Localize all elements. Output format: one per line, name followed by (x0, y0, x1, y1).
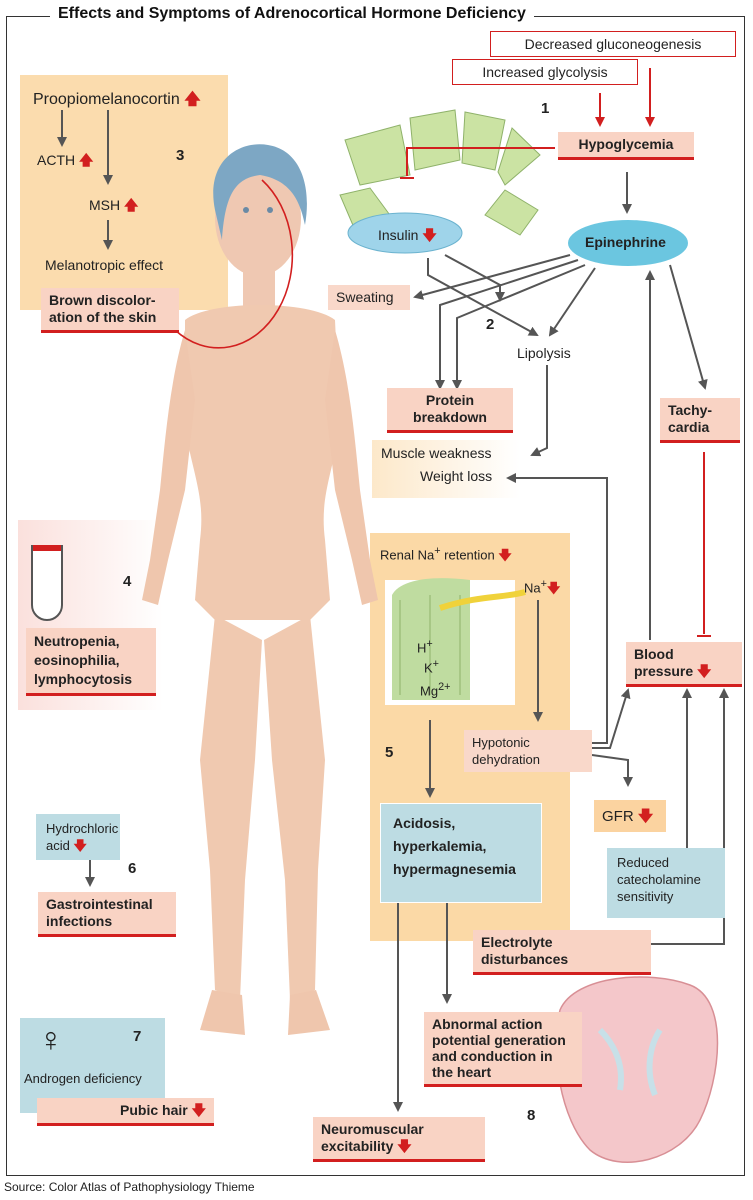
acidosis-box: Acidosis, hyperkalemia, hypermagnesemia (380, 803, 542, 903)
pubic-hair-box: Pubic hair 🡇 (37, 1098, 214, 1126)
down-arrow-icon: 🡇 (546, 580, 561, 596)
epinephrine-ellipse (568, 220, 688, 266)
protein-breakdown-box: Protein breakdown (387, 388, 513, 433)
female-icon: ♀ (38, 1021, 64, 1059)
gland-illustration (339, 109, 541, 236)
section-number-8: 8 (527, 1107, 536, 1124)
brown-discoloration-box: Brown discolor-ation of the skin (41, 288, 179, 333)
panel-3 (20, 75, 228, 310)
muscle-weakness-label: Muscle weakness (381, 445, 492, 461)
up-arrow-icon: 🡅 (184, 91, 201, 108)
flow-arrows (57, 110, 729, 1112)
epinephrine-label: Epinephrine (585, 234, 666, 250)
down-arrow-icon: 🡇 (637, 808, 654, 825)
up-arrow-icon: 🡅 (79, 152, 94, 168)
lipolysis-label: Lipolysis (517, 345, 571, 361)
neuromuscular-excitability-box: Neuromuscular excitability 🡇 (313, 1117, 485, 1162)
head-highlight-circle (174, 179, 294, 349)
decreased-gluconeogenesis-box: Decreased gluconeogenesis (490, 31, 736, 57)
down-arrow-icon: 🡇 (697, 663, 712, 679)
down-arrow-icon: 🡇 (73, 838, 87, 853)
pomc-label: Proopiomelanocortin 🡅 (33, 91, 201, 108)
tachycardia-box: Tachy-cardia (660, 398, 740, 443)
renal-na-label: Renal Na+ retention 🡇 (380, 545, 512, 563)
abnormal-action-potential-box: Abnormal action potential generation and… (424, 1012, 582, 1087)
gfr-box: GFR 🡇 (594, 800, 666, 832)
increased-glycolysis-box: Increased glycolysis (452, 59, 638, 85)
hydrochloric-acid-box: Hydrochloric acid 🡇 (36, 814, 120, 860)
msh-label: MSH 🡅 (89, 197, 139, 213)
mg-ion-label: Mg2+ (420, 681, 451, 699)
inhibit-arrows (400, 68, 711, 637)
na-label: Na+🡇 (524, 578, 561, 596)
melanotropic-label: Melanotropic effect (45, 257, 164, 273)
section-number-7: 7 (133, 1028, 142, 1045)
panel-7 (20, 1018, 165, 1113)
section-number-5: 5 (385, 744, 394, 761)
acth-label: ACTH 🡅 (37, 152, 94, 168)
source-credit: Source: Color Atlas of Pathophysiology T… (4, 1180, 255, 1194)
section-number-6: 6 (128, 860, 137, 877)
down-arrow-icon: 🡇 (498, 547, 512, 563)
down-arrow-icon: 🡇 (397, 1138, 412, 1154)
sweating-box: Sweating (328, 285, 410, 310)
hypotonic-dehydration-box: Hypotonic dehydration (464, 730, 592, 772)
insulin-ellipse (347, 212, 463, 254)
h-ion-label: H+ (417, 638, 433, 656)
up-arrow-icon: 🡅 (124, 197, 139, 213)
test-tube-icon (31, 545, 63, 621)
gi-infections-box: Gastrointestinal infections (38, 892, 176, 937)
down-arrow-icon: 🡇 (422, 227, 437, 243)
panel-muscle (372, 440, 520, 498)
tubule-illustration (385, 578, 526, 705)
section-number-2: 2 (486, 316, 495, 333)
section-number-3: 3 (176, 147, 185, 164)
blood-pressure-box: Blood pressure 🡇 (626, 642, 742, 687)
insulin-label: Insulin 🡇 (378, 227, 437, 243)
heart-illustration (555, 976, 719, 1163)
hypoglycemia-box: Hypoglycemia (558, 132, 694, 160)
androgen-deficiency-label: Androgen deficiency (24, 1071, 142, 1086)
section-number-1: 1 (541, 100, 550, 117)
diagram-title: Effects and Symptoms of Adrenocortical H… (50, 5, 534, 23)
weight-loss-label: Weight loss (420, 468, 493, 484)
section-number-4: 4 (123, 573, 132, 590)
electrolyte-disturbances-box: Electrolyte disturbances (473, 930, 651, 975)
down-arrow-icon: 🡇 (191, 1102, 206, 1118)
neutropenia-box: Neutropenia, eosinophilia, lymphocytosis (26, 628, 156, 696)
human-figure (142, 144, 378, 1035)
k-ion-label: K+ (424, 658, 439, 676)
reduced-catecholamine-box: Reduced catecholamine sensitivity (607, 848, 725, 918)
